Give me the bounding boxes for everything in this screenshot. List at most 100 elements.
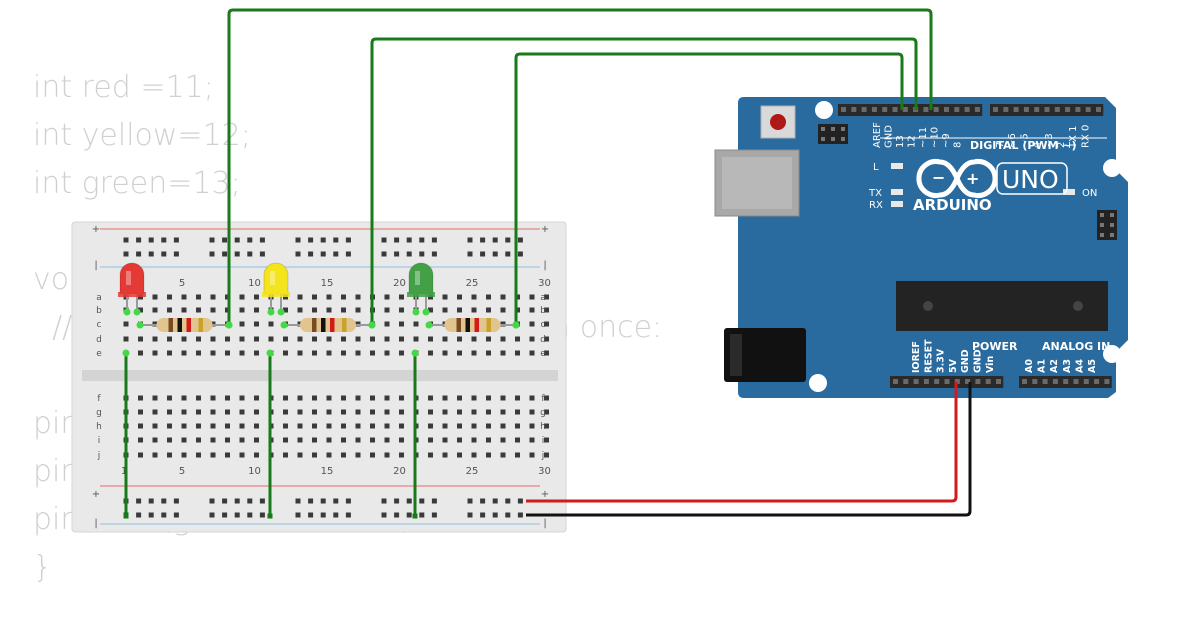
rail-plus-label: +: [541, 489, 549, 500]
breadboard-hole: [341, 307, 346, 313]
breadboard-hole: [544, 423, 549, 429]
rail-hole: [419, 237, 425, 243]
breadboard-hole: [399, 321, 404, 327]
rail-hole: [517, 512, 523, 518]
breadboard-hole: [384, 307, 390, 313]
header-pin: [1013, 107, 1019, 112]
breadboard-hole: [196, 294, 201, 300]
breadboard-hole: [529, 409, 535, 415]
breadboard-hole: [239, 294, 245, 300]
pin-label: 12: [907, 135, 918, 148]
rail-hole: [209, 237, 215, 243]
pin-label: RESET: [923, 339, 934, 373]
breadboard-hole: [428, 307, 433, 313]
breadboard-hole: [529, 350, 535, 356]
rail-hole: [345, 251, 351, 257]
breadboard-hole: [399, 423, 404, 429]
header-pin: [1022, 379, 1027, 384]
pin-label: 3.3V: [936, 348, 947, 373]
rail-hole: [406, 498, 412, 504]
row-letter: c: [97, 320, 102, 330]
pin-label: A4: [1074, 359, 1085, 373]
breadboard-hole: [326, 452, 332, 458]
led-rx-label: RX: [869, 200, 883, 211]
reset-button-cap: [770, 114, 786, 130]
led-rim: [407, 292, 435, 297]
wires: [122, 8, 972, 519]
breadboard-hole: [297, 336, 303, 342]
header-pin: [964, 107, 970, 112]
breadboard-hole: [544, 395, 549, 401]
breadboard-hole: [225, 423, 230, 429]
rail-hole: [222, 237, 228, 243]
breadboard-hole: [225, 350, 230, 356]
rail-hole: [505, 498, 511, 504]
row-letter: a: [96, 293, 102, 303]
led-pin-marker: [267, 308, 275, 316]
resistor-band: [321, 318, 326, 332]
rail-hole: [308, 512, 314, 518]
pin-label: A1: [1037, 359, 1048, 373]
pin-label: GND: [884, 125, 895, 148]
led-pin-marker: [422, 308, 430, 316]
header-pin: [985, 379, 991, 384]
breadboard-hole: [138, 395, 143, 401]
breadboard-hole: [341, 409, 346, 415]
breadboard-hole: [442, 437, 448, 443]
breadboard-hole: [471, 350, 477, 356]
column-number: 30: [538, 278, 551, 289]
breadboard-hole: [544, 452, 549, 458]
header-pin: [821, 127, 825, 131]
breadboard-hole: [428, 409, 433, 415]
column-number: 1: [121, 466, 127, 477]
breadboard-hole: [399, 409, 404, 415]
breadboard-hole: [254, 321, 259, 327]
header-pin: [1096, 107, 1101, 112]
led-rim: [262, 292, 290, 297]
rail-hole: [394, 498, 400, 504]
breadboard-hole: [138, 409, 143, 415]
resistor-band: [168, 318, 173, 332]
resistor-body: [444, 318, 501, 332]
breadboard-hole: [471, 452, 477, 458]
breadboard-hole: [515, 336, 520, 342]
breadboard-hole: [370, 395, 375, 401]
resistor-band: [177, 318, 182, 332]
breadboard-hole: [138, 452, 143, 458]
rail-hole: [259, 512, 265, 518]
breadboard-hole: [210, 395, 216, 401]
rail-hole: [492, 512, 498, 518]
breadboard-hole: [326, 336, 332, 342]
pin-label: RX 0: [1080, 125, 1091, 148]
breadboard-hole: [428, 437, 433, 443]
breadboard-hole: [152, 395, 158, 401]
mounting-hole: [1103, 345, 1121, 363]
breadboard-hole: [500, 409, 506, 415]
header-pin: [1075, 107, 1081, 112]
pin-label: A2: [1049, 359, 1060, 373]
breadboard-hole: [138, 336, 143, 342]
breadboard-hole: [384, 350, 390, 356]
rail-hole: [333, 498, 339, 504]
breadboard-hole: [297, 294, 303, 300]
header-pin: [821, 137, 825, 141]
breadboard-hole: [167, 307, 172, 313]
breadboard-hole: [181, 437, 187, 443]
breadboard-hole: [428, 336, 433, 342]
rail-hole: [247, 237, 253, 243]
breadboard-hole: [384, 452, 390, 458]
power-label: POWER: [972, 340, 1018, 353]
rail-hole: [234, 498, 240, 504]
breadboard-hole: [210, 307, 216, 313]
breadboard-hole: [486, 336, 491, 342]
breadboard-hole: [326, 395, 332, 401]
rail-hole: [419, 251, 425, 257]
led-body: [408, 262, 434, 295]
breadboard-hole: [413, 321, 419, 327]
breadboard-hole: [384, 336, 390, 342]
pin-label: GND: [960, 349, 971, 373]
header-pin: [1044, 107, 1050, 112]
rail-hole: [381, 237, 387, 243]
rail-hole: [209, 251, 215, 257]
row-letter: j: [97, 451, 101, 461]
